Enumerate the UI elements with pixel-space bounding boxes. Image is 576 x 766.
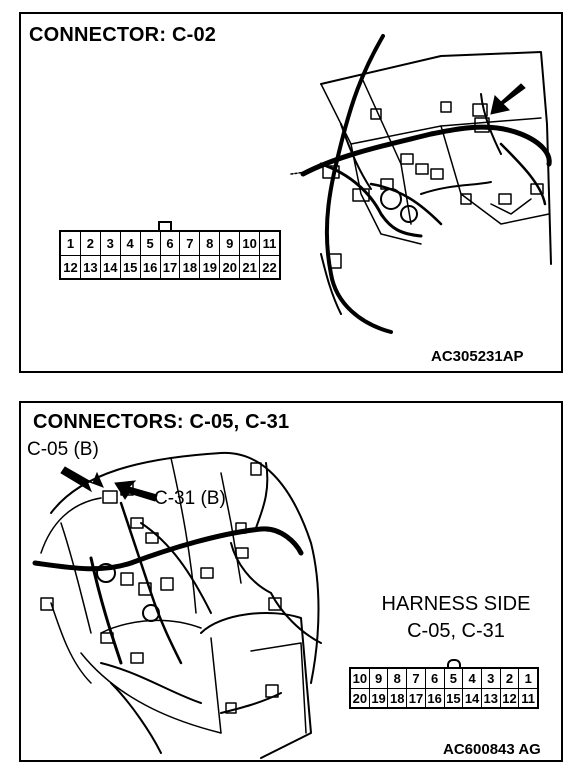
pin-cell: 13 xyxy=(482,689,501,708)
pin-cell: 9 xyxy=(220,232,241,255)
pin-cell: 14 xyxy=(463,689,482,708)
pin-cell: 15 xyxy=(121,256,141,279)
pin-cell: 1 xyxy=(61,232,81,255)
pin-cell: 22 xyxy=(262,260,277,275)
pin-cell: 2 xyxy=(81,232,101,255)
pin-cell: 13 xyxy=(81,256,101,279)
pin-cell: 12 xyxy=(61,256,81,279)
label-c31: C-31 (B) xyxy=(154,488,226,509)
pin-cell: 21 xyxy=(240,256,261,279)
pin-cell: 20 xyxy=(351,689,370,708)
panel-title: CONNECTORS: C-05, C-31 xyxy=(33,411,290,433)
pin-cell: 6 xyxy=(426,669,445,688)
pin-cell: 19 xyxy=(370,689,389,708)
pin-cell: 18 xyxy=(180,256,201,279)
pin-cell: 19 xyxy=(200,256,221,279)
pin-cell: 18 xyxy=(388,689,408,708)
connector-latch xyxy=(158,221,172,231)
harness-side-connectors: C-05, C-31 xyxy=(407,620,505,642)
panel-title: CONNECTOR: C-02 xyxy=(29,24,217,46)
pin-cell: 9 xyxy=(370,669,389,688)
label-c05: C-05 (B) xyxy=(27,439,99,460)
pin-cell: 10 xyxy=(240,232,261,255)
pin-cell: 16 xyxy=(426,689,445,708)
pin-cell: 11 xyxy=(521,691,536,706)
figure-code: AC305231AP xyxy=(431,348,524,365)
dashboard-harness-illustration xyxy=(290,34,552,334)
pin-cell: 1 xyxy=(524,671,532,686)
pin-cell: 2 xyxy=(501,669,520,688)
console-harness-illustration xyxy=(32,451,322,759)
pin-cell: 8 xyxy=(388,669,408,688)
pin-cell: 5 xyxy=(445,669,464,688)
pin-cell: 8 xyxy=(200,232,221,255)
pin-cell: 15 xyxy=(445,689,464,708)
pin-cell: 16 xyxy=(141,256,161,279)
pin-cell: 6 xyxy=(161,232,181,255)
pin-cell: 4 xyxy=(121,232,141,255)
pin-cell: 17 xyxy=(407,689,426,708)
connector-latch xyxy=(447,659,461,668)
harness-side-label: HARNESS SIDE xyxy=(381,593,531,615)
pin-cell: 3 xyxy=(482,669,501,688)
pin-cell: 7 xyxy=(180,232,201,255)
pin-cell: 3 xyxy=(101,232,121,255)
pin-cell: 10 xyxy=(351,669,370,688)
pin-cell: 5 xyxy=(141,232,161,255)
harness-side-caption: HARNESS SIDE C-05, C-31 xyxy=(351,591,561,645)
pin-cell: 12 xyxy=(501,689,520,708)
figure-code: AC600843 AG xyxy=(443,741,541,758)
pin-cell: 7 xyxy=(407,669,426,688)
pin-cell: 20 xyxy=(220,256,241,279)
pin-cell: 4 xyxy=(463,669,482,688)
connectors-c05-c31-panel: CONNECTORS: C-05, C-31 C-05 (B) C-31 (B) xyxy=(19,401,563,762)
pin-cell: 17 xyxy=(161,256,181,279)
pin-cell: 14 xyxy=(101,256,121,279)
pin-cell: 11 xyxy=(262,236,277,251)
